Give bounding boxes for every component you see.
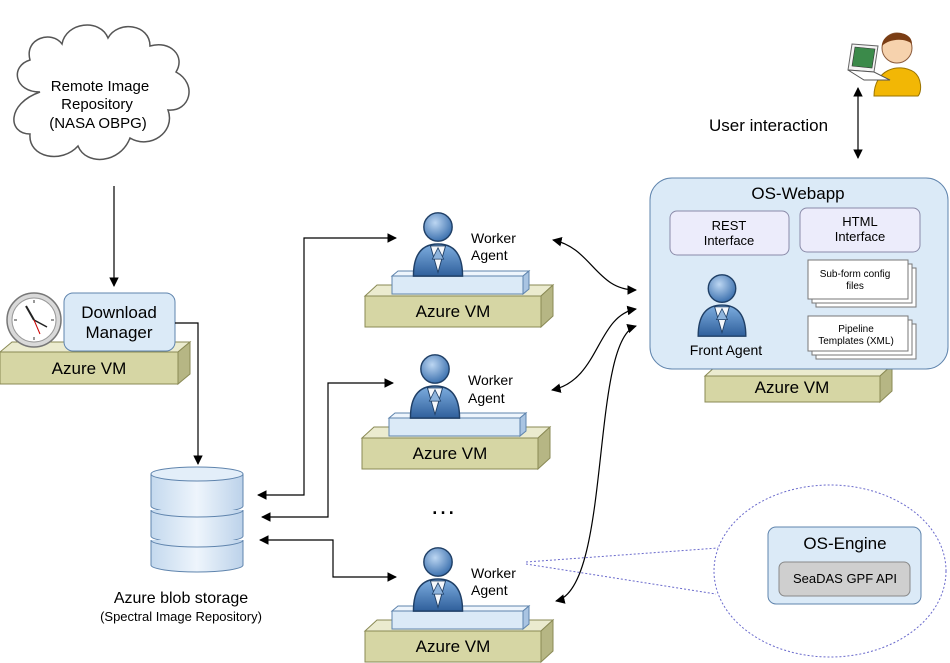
front-agent-label: Front Agent — [690, 342, 762, 358]
vm-label: Azure VM — [413, 444, 488, 463]
download-manager-vm: Azure VM Download Manager — [0, 292, 192, 386]
os-engine-title: OS-Engine — [803, 534, 886, 553]
remote-repo-line-2: Repository — [61, 96, 133, 113]
vm-box — [364, 630, 542, 663]
webapp-container: OS-Webapp REST Interface HTML Interface … — [649, 177, 949, 370]
vm-box — [0, 351, 179, 385]
rest-interface-line-1: REST — [712, 218, 747, 233]
remote-repo-line-1: Remote Image — [51, 78, 149, 95]
download-manager-line-2: Manager — [85, 323, 152, 342]
arrow-worker-3-front — [555, 323, 637, 604]
html-interface-line-1: HTML — [842, 214, 877, 229]
blob-storage-subtitle: (Spectral Image Repository) — [100, 609, 262, 624]
html-interface-box — [799, 207, 921, 253]
worker-agent-line-2: Agent — [471, 582, 508, 598]
webapp-vm: Azure VM — [703, 363, 894, 404]
download-manager-line-1: Download — [81, 303, 157, 322]
vm-box — [704, 375, 881, 403]
vm-label: Azure VM — [416, 302, 491, 321]
arrow-worker-1-front — [552, 237, 637, 295]
arrow-storage-worker-3 — [259, 535, 397, 582]
user-at-laptop-icon — [847, 32, 922, 97]
worker-agent-icon — [412, 212, 464, 277]
seadas-api-box — [778, 561, 911, 597]
worker-agent-icon — [409, 354, 461, 419]
worker-agent-line-2: Agent — [471, 247, 508, 263]
worker-agent-line-1: Worker — [471, 565, 516, 581]
workstation-slab — [388, 417, 521, 437]
pipeline-line-1: Pipeline — [838, 324, 874, 335]
worker-agent-icon — [412, 547, 464, 612]
seadas-api-label: SeaDAS GPF API — [793, 571, 897, 586]
clock-icon — [6, 292, 62, 348]
workstation-slab — [391, 610, 524, 630]
worker-agent-line-1: Worker — [468, 372, 513, 388]
rest-interface-box — [669, 210, 790, 256]
arrow-download-to-storage — [175, 322, 203, 465]
worker-vm-2: Azure VM Worker Agent — [360, 354, 552, 471]
vm-label: Azure VM — [755, 378, 830, 397]
webapp-title: OS-Webapp — [751, 184, 844, 203]
arrow-worker-2-front — [551, 305, 637, 393]
pipeline-line-2: Templates (XML) — [818, 336, 894, 347]
subform-line-1: Sub-form config — [820, 269, 891, 280]
blob-storage-cylinder — [150, 466, 244, 573]
worker-agent-line-2: Agent — [468, 390, 505, 406]
workstation-slab — [391, 275, 524, 295]
html-interface-line-2: Interface — [835, 229, 886, 244]
vm-box — [361, 437, 539, 470]
worker-vm-1: Azure VM Worker Agent — [363, 212, 555, 329]
download-manager-box — [63, 292, 176, 352]
subform-line-2: files — [846, 281, 864, 292]
remote-repository-cloud: Remote Image Repository (NASA OBPG) — [13, 24, 190, 161]
user-interaction-label: User interaction — [709, 116, 828, 135]
blob-storage-title: Azure blob storage — [114, 590, 248, 607]
os-engine-callout: OS-Engine SeaDAS GPF API — [525, 484, 947, 658]
more-workers-ellipsis: … — [430, 490, 456, 520]
remote-repo-line-3: (NASA OBPG) — [49, 115, 147, 132]
vm-label: Azure VM — [52, 359, 127, 378]
vm-label: Azure VM — [416, 637, 491, 656]
arrow-storage-worker-2 — [261, 378, 394, 522]
worker-vm-3: Azure VM Worker Agent — [363, 547, 555, 663]
vm-box — [364, 295, 542, 328]
worker-agent-line-1: Worker — [471, 230, 516, 246]
subform-config-files-stack: Sub-form config files — [807, 259, 917, 308]
rest-interface-line-2: Interface — [704, 233, 755, 248]
pipeline-templates-stack: Pipeline Templates (XML) — [807, 315, 917, 360]
